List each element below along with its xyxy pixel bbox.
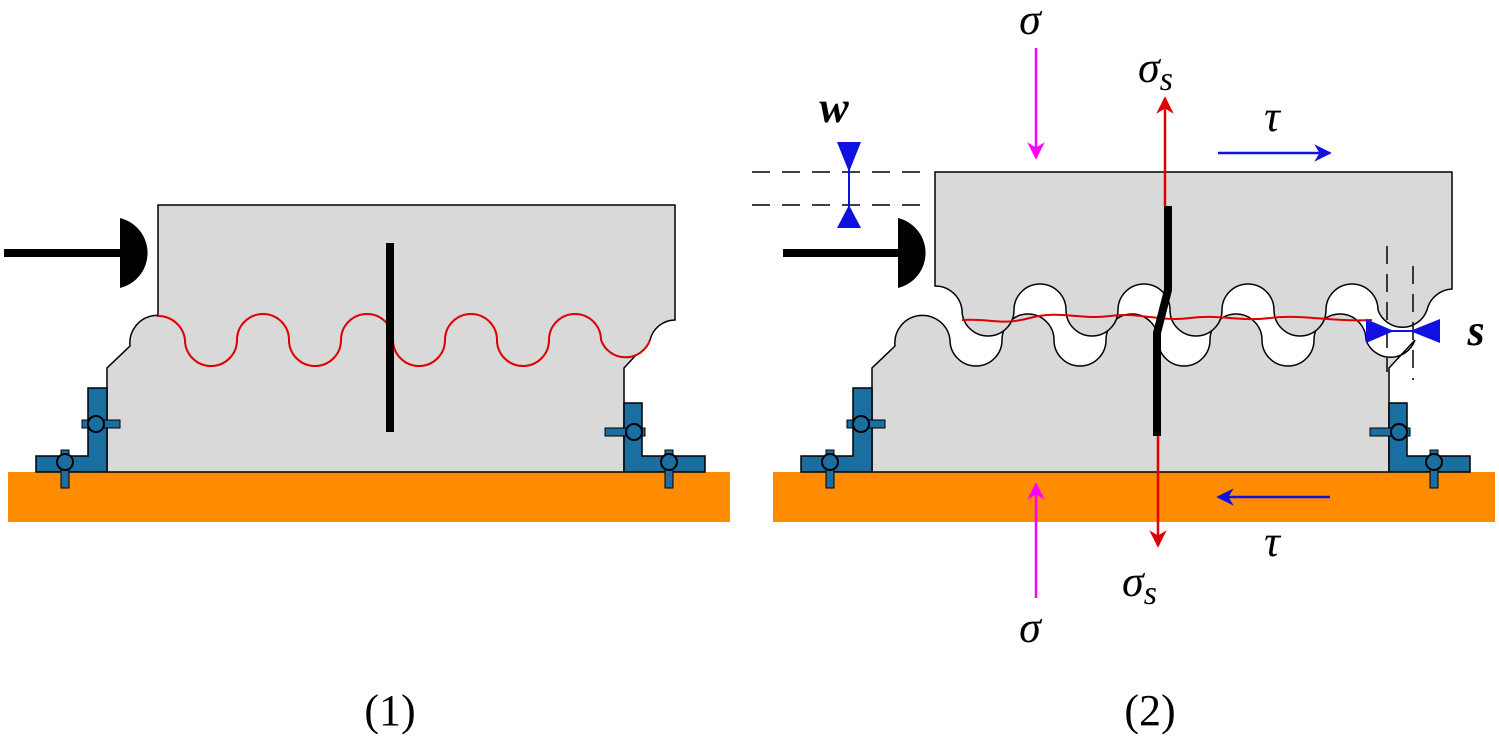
base-plate	[8, 472, 730, 522]
opening-gauge	[752, 142, 930, 228]
panel-1: (1)	[4, 204, 730, 735]
load-actuator-2	[783, 218, 926, 288]
panel-2-caption: (2)	[1124, 686, 1175, 735]
label-sigma-s-bottom: σs	[1122, 557, 1157, 612]
clamp-right-2	[1369, 402, 1471, 489]
upper-block-2	[934, 171, 1453, 337]
clamp-left-2	[800, 387, 886, 489]
reinforcement-bar-2	[1153, 206, 1172, 436]
label-tau-top: τ	[1264, 92, 1282, 141]
slip-gauge	[1366, 246, 1440, 380]
interface-line	[157, 313, 651, 367]
lower-block-2	[871, 313, 1416, 473]
label-sigma-bottom: σ	[1019, 603, 1043, 652]
label-w: w	[819, 83, 849, 132]
label-sigma-top: σ	[1019, 0, 1043, 44]
label-tau-bottom: τ	[1264, 517, 1282, 566]
panel-1-caption: (1)	[364, 686, 415, 735]
load-actuator	[4, 218, 148, 288]
clamp-right	[604, 402, 706, 489]
label-s: s	[1466, 306, 1484, 355]
label-sigma-s-top: σs	[1138, 43, 1173, 98]
clamp-left	[35, 387, 121, 489]
base-plate-2	[773, 472, 1495, 522]
panel-2: σ σ σs σs τ τ w s (2)	[752, 0, 1495, 735]
